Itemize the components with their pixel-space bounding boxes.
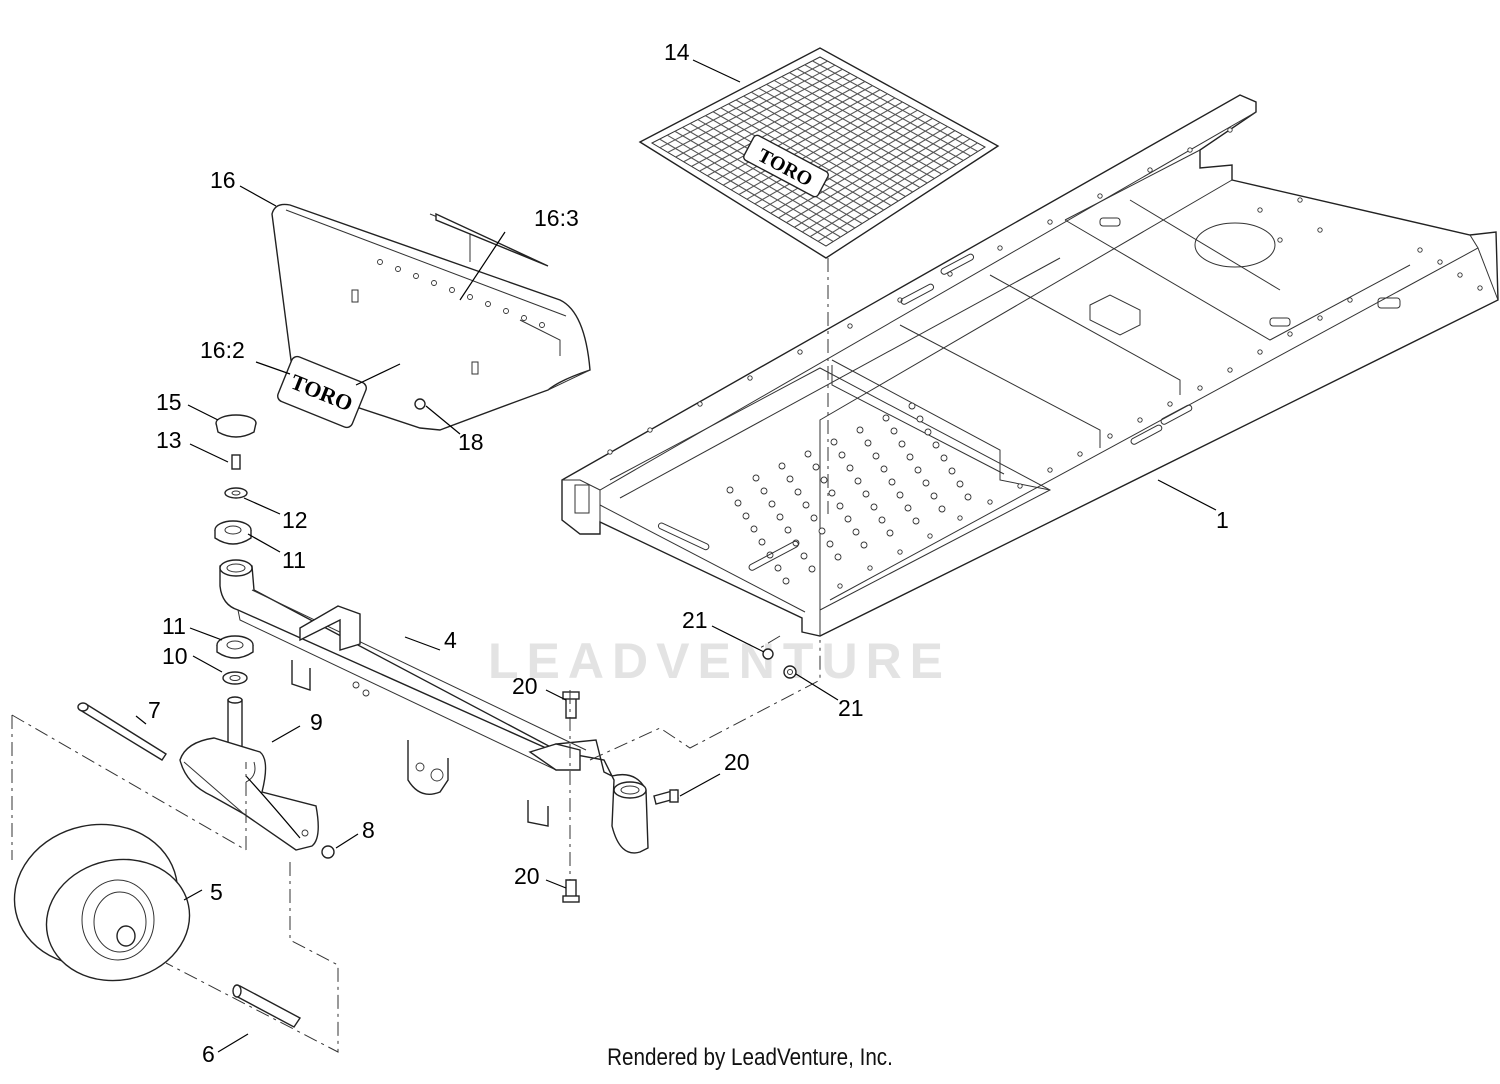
callout-20-bottom: 20 bbox=[514, 863, 540, 889]
callout-12: 12 bbox=[282, 507, 308, 533]
callout-20-top: 20 bbox=[512, 673, 538, 699]
callout-1: 1 bbox=[1216, 507, 1229, 533]
toro-decal: TORO bbox=[277, 355, 367, 429]
callout-8: 8 bbox=[362, 817, 375, 843]
callout-15: 15 bbox=[156, 389, 182, 415]
callout-7: 7 bbox=[148, 697, 161, 723]
alignment-lines bbox=[11, 258, 829, 1053]
caster-wheel bbox=[13, 823, 191, 982]
frame-slots bbox=[657, 217, 1401, 571]
callout-5: 5 bbox=[210, 879, 223, 905]
main-frame bbox=[561, 94, 1499, 637]
callout-6: 6 bbox=[202, 1041, 215, 1067]
render-credit: Rendered by LeadVenture, Inc. bbox=[607, 1044, 893, 1071]
callout-16: 16 bbox=[210, 167, 236, 193]
callout-16-2: 16:2 bbox=[200, 337, 245, 363]
callout-9: 9 bbox=[310, 709, 323, 735]
wheel-spacer bbox=[232, 984, 302, 1028]
caster-bolt bbox=[77, 702, 167, 761]
floor-mat: TORO bbox=[638, 47, 1000, 259]
fasteners bbox=[321, 398, 797, 903]
callout-21-left: 21 bbox=[682, 607, 708, 633]
watermark-text: LEADVENTURE bbox=[488, 633, 951, 689]
callout-18: 18 bbox=[458, 429, 484, 455]
callouts: 1 4 5 6 7 8 9 10 11 11 12 13 14 15 16 16… bbox=[148, 39, 1229, 1067]
callout-14: 14 bbox=[664, 39, 690, 65]
callout-13: 13 bbox=[156, 427, 182, 453]
caster-fork bbox=[179, 696, 319, 851]
callout-4: 4 bbox=[444, 627, 457, 653]
callout-10: 10 bbox=[162, 643, 188, 669]
leader-lines bbox=[135, 59, 1217, 1053]
front-axle bbox=[219, 559, 649, 854]
callout-16-3: 16:3 bbox=[534, 205, 579, 231]
callout-20-right: 20 bbox=[724, 749, 750, 775]
caster-hardware bbox=[214, 414, 257, 685]
callout-11-upper: 11 bbox=[282, 547, 306, 573]
callout-11-lower: 11 bbox=[162, 613, 186, 639]
callout-21-right: 21 bbox=[838, 695, 864, 721]
decal-16-3 bbox=[435, 212, 549, 267]
